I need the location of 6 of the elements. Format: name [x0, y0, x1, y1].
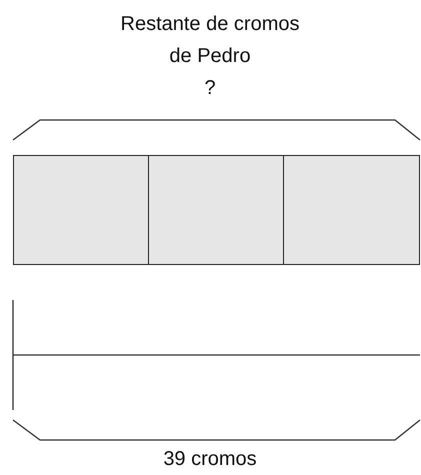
total-label: 39 cromos — [163, 448, 257, 470]
question-label: Restante de cromos de Pedro — [120, 13, 300, 67]
bar-segment — [13, 155, 149, 265]
bar-segment — [284, 155, 420, 265]
unknown-mark: ? — [204, 77, 216, 99]
bar-segment — [149, 155, 284, 265]
